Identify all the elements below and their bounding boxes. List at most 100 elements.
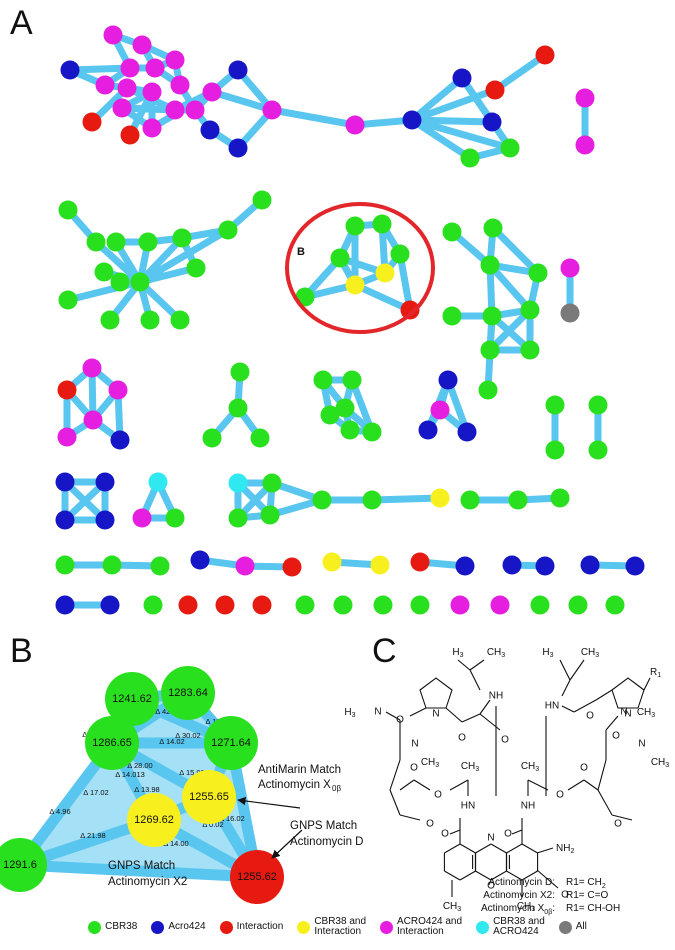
node-mass-label: 1271.64	[211, 737, 251, 749]
network-node	[370, 555, 390, 575]
network-node	[480, 340, 500, 360]
structure-bond	[595, 689, 613, 701]
atom-h3c-val: H3	[542, 647, 553, 659]
legend-label: Interaction	[236, 920, 284, 932]
ring-bond	[475, 870, 492, 881]
network-node	[228, 473, 248, 493]
compound-r1: R1= C=O	[566, 890, 608, 901]
network-node	[402, 110, 422, 130]
network-node	[58, 200, 78, 220]
network-node	[120, 125, 140, 145]
node-mass-label: 1241.62	[112, 693, 152, 705]
network-node	[418, 420, 438, 440]
edge-delta-label: Δ 0.02	[202, 820, 223, 829]
network-node	[330, 248, 350, 268]
network-edge	[268, 106, 359, 129]
network-node	[140, 310, 160, 330]
compound-r1: R1= CH2	[566, 877, 606, 890]
network-edge	[351, 281, 414, 314]
network-node	[373, 595, 393, 615]
edge-delta-label: Δ 14.02	[159, 737, 184, 746]
network-node	[335, 398, 355, 418]
panel-label-c: C	[372, 632, 397, 670]
atom-nh-left: NH	[489, 691, 503, 702]
legend-label: Acro424	[168, 920, 206, 932]
atom-nh2: NH2	[556, 843, 574, 855]
network-node	[83, 410, 103, 430]
network-node	[132, 35, 152, 55]
atom-ch3-val: CH3	[581, 647, 599, 659]
network-node	[320, 405, 340, 425]
network-node	[530, 595, 550, 615]
network-node	[450, 595, 470, 615]
network-node	[100, 310, 120, 330]
atom-o: O	[410, 763, 418, 774]
network-node	[108, 380, 128, 400]
ring-bond	[475, 843, 492, 854]
network-node	[442, 222, 462, 242]
structure-bond	[583, 779, 599, 791]
legend-item-cbr38: CBR38	[88, 920, 137, 934]
network-node	[410, 552, 430, 572]
network-node	[202, 428, 222, 448]
network-node	[235, 556, 255, 576]
cluster-node-n1269	[127, 793, 181, 847]
gnps-d-compound-label: Actinomycin D	[290, 836, 364, 848]
structure-bond	[611, 814, 633, 821]
node-mass-label: 1291.6	[3, 859, 37, 871]
cluster-fill	[20, 693, 257, 877]
arrow-to-1255-62	[271, 829, 303, 859]
network-node	[228, 398, 248, 418]
network-node	[480, 255, 500, 275]
network-node	[138, 232, 158, 252]
atom-o: O	[614, 819, 622, 830]
network-node	[508, 490, 528, 510]
network-edge	[408, 116, 474, 162]
atom-o-amide-right: O	[504, 829, 512, 840]
network-edge	[208, 88, 276, 114]
network-node	[545, 440, 565, 460]
network-node	[57, 427, 77, 447]
network-node	[312, 490, 332, 510]
network-node	[170, 75, 190, 95]
network-node	[295, 595, 315, 615]
cluster-node-n1291	[0, 838, 47, 892]
network-node	[625, 556, 645, 576]
network-edge	[66, 64, 134, 74]
legend-label: CBR38 and ACRO424	[493, 915, 545, 937]
structure-bond	[449, 829, 461, 835]
network-node	[215, 595, 235, 615]
network-node	[178, 595, 198, 615]
network-edge	[368, 494, 444, 504]
network-node	[457, 422, 477, 442]
network-node	[560, 303, 580, 323]
ring-bond	[459, 843, 476, 854]
atom-n-pro-right: N	[624, 709, 631, 720]
arrow-to-1255-65	[237, 796, 301, 809]
network-node	[345, 275, 365, 295]
network-node	[230, 362, 250, 382]
legend-swatch	[558, 920, 572, 934]
network-node	[55, 595, 75, 615]
network-node	[340, 420, 360, 440]
network-node	[313, 370, 333, 390]
structure-bond	[457, 659, 471, 671]
network-node	[282, 557, 302, 577]
atom-ch3: CH3	[651, 757, 669, 769]
network-node	[580, 555, 600, 575]
structure-bond	[469, 669, 481, 691]
atom-o-amide-left: O	[441, 829, 449, 840]
network-node	[502, 555, 522, 575]
network-node	[490, 595, 510, 615]
network-node	[455, 556, 475, 576]
structure-bond	[461, 713, 481, 723]
ring-bond	[506, 870, 523, 881]
network-node	[375, 263, 395, 283]
network-node	[55, 510, 75, 530]
network-node	[545, 395, 565, 415]
network-node	[95, 472, 115, 492]
network-node	[252, 595, 272, 615]
network-node	[362, 422, 382, 442]
network-node	[106, 232, 126, 252]
structure-bond	[536, 847, 554, 854]
